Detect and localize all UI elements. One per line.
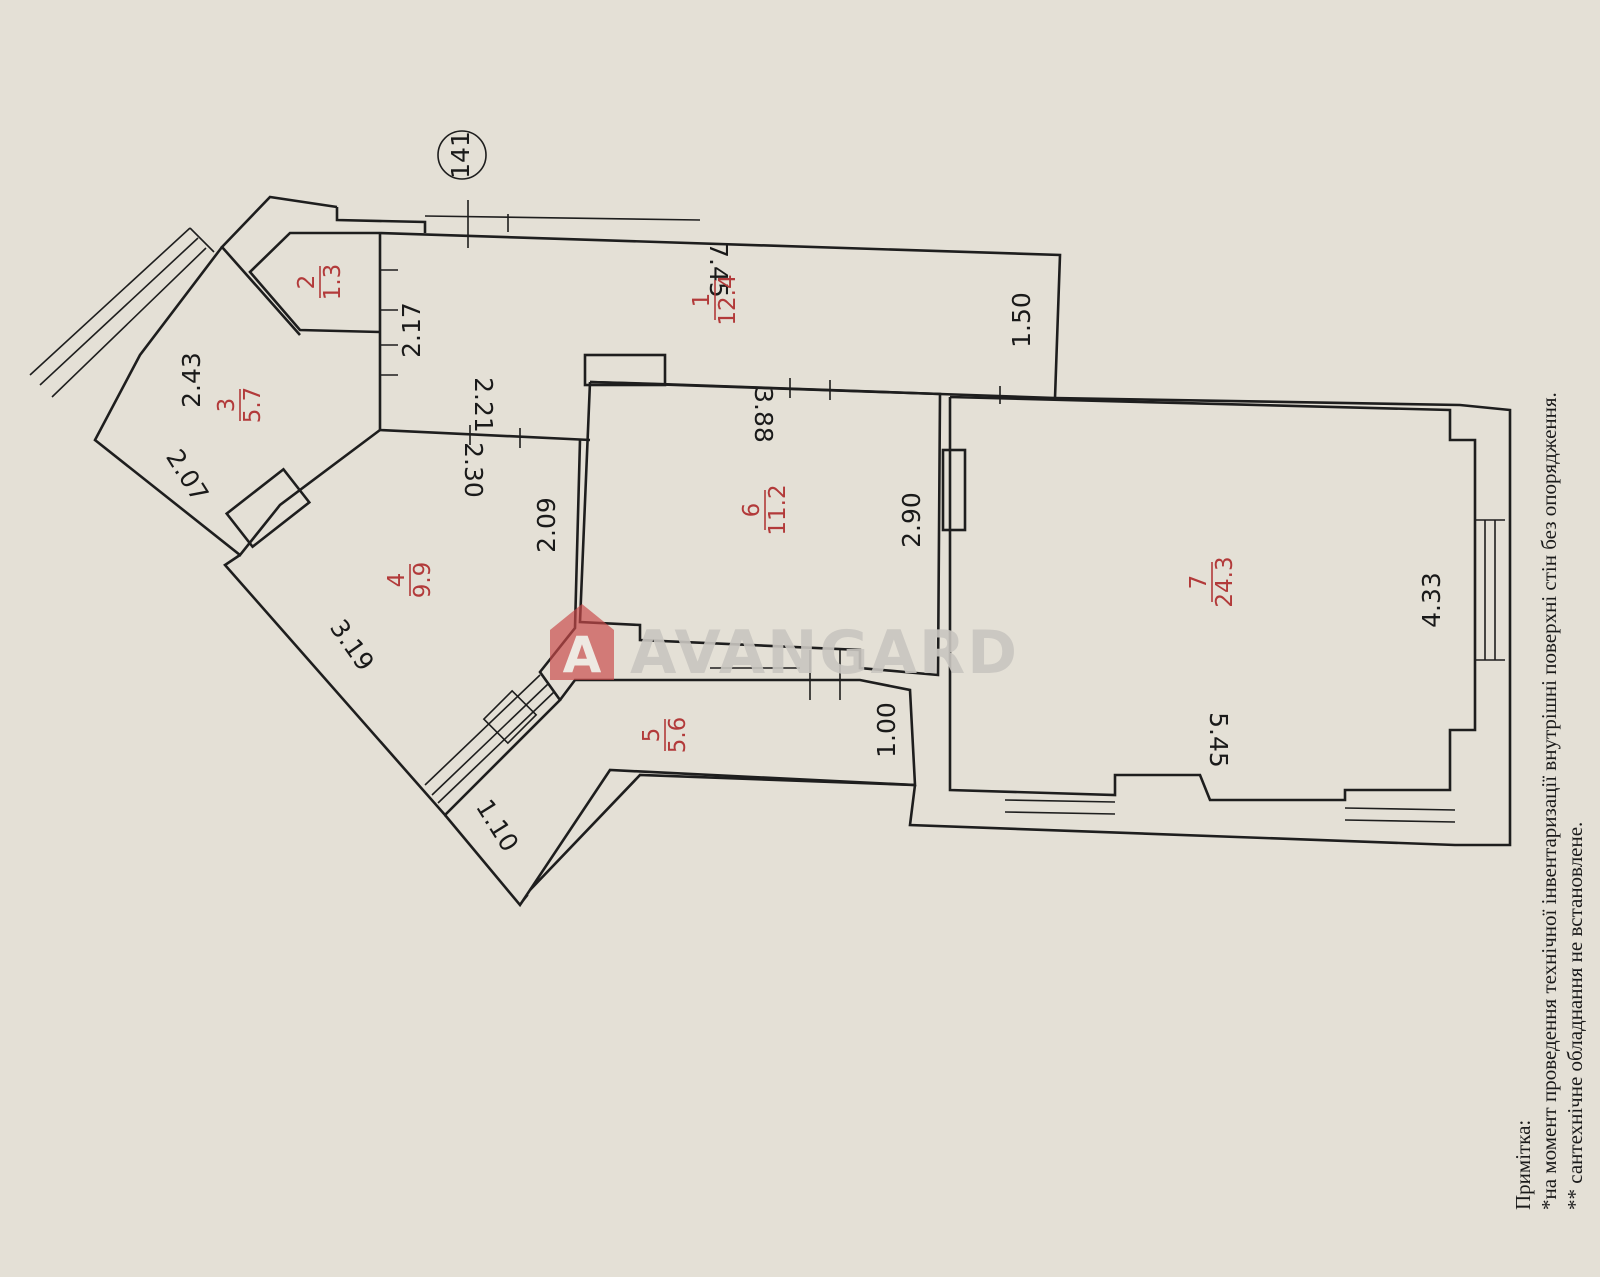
balcony-top-left	[29, 227, 215, 398]
watermark: A AVANGARD	[550, 604, 1019, 688]
room-6-number: 6	[739, 503, 765, 518]
room-4-number: 4	[384, 573, 410, 588]
watermark-text: AVANGARD	[630, 618, 1019, 688]
door-ticks	[380, 269, 1001, 700]
dim-4-33: 4.33	[1417, 572, 1446, 628]
room-labels: 1 12.4 2 1.3 3 5.7 4 9.9 5 5.6 6 11.2	[214, 264, 1238, 754]
walls	[29, 195, 1512, 908]
room-1-number: 1	[689, 293, 715, 308]
wall-room7	[948, 395, 1477, 802]
note-line-2: ** сантехнічне обладнання не встановлене…	[1563, 822, 1587, 1210]
dim-7-45: 7.45	[704, 242, 733, 298]
room-1-area: 12.4	[715, 274, 741, 325]
note-block: Примітка: *на момент проведення технічно…	[1511, 392, 1587, 1210]
room-2-area: 1.3	[320, 264, 346, 301]
room-4-label: 4 9.9	[384, 562, 436, 599]
wall-room6-niche	[941, 448, 967, 532]
room-3-label: 3 5.7	[214, 387, 266, 424]
room-7-number: 7	[1186, 575, 1212, 590]
note-title: Примітка:	[1511, 1120, 1535, 1210]
wall-room4	[223, 439, 582, 817]
room-4-area: 9.9	[410, 562, 436, 599]
note-line-1: *на момент проведення технічної інвентар…	[1537, 392, 1561, 1210]
room-7-label: 7 24.3	[1186, 556, 1238, 607]
room-6-label: 6 11.2	[739, 484, 791, 535]
wall-room5	[529, 678, 917, 891]
building-number-marker: 141	[437, 130, 487, 180]
room-6-area: 11.2	[765, 484, 791, 535]
building-number: 141	[446, 131, 475, 179]
dim-2-09: 2.09	[532, 497, 561, 553]
room-2-label: 2 1.3	[294, 264, 346, 301]
room-2-number: 2	[294, 275, 320, 290]
wall-room5-tick	[519, 894, 529, 906]
vestibule	[424, 674, 555, 804]
dim-2-30: 2.30	[459, 442, 488, 498]
room-1-label: 1 12.4	[689, 274, 741, 325]
wall-room7-outer	[908, 396, 1512, 847]
room-7-area: 24.3	[1212, 556, 1238, 607]
windows-room7	[1004, 519, 1505, 823]
dim-5-45: 5.45	[1204, 712, 1233, 768]
dim-3-19: 3.19	[324, 614, 380, 676]
room-3-area: 5.7	[240, 387, 266, 424]
dim-1-50: 1.50	[1007, 292, 1036, 348]
dimension-labels: 7.45 1.50 2.17 2.21 2.43 2.07 2.30 2.09 …	[160, 242, 1446, 857]
dim-1-00: 1.00	[872, 702, 901, 758]
room-5-label: 5 5.6	[639, 717, 691, 754]
wall-entry-line	[424, 215, 701, 221]
watermark-letter: A	[563, 626, 602, 684]
watermark-logo-icon: A	[550, 604, 614, 684]
wall-entry-stub	[335, 207, 427, 233]
dim-2-43: 2.43	[177, 352, 206, 408]
room-5-area: 5.6	[665, 717, 691, 754]
dim-2-17: 2.17	[397, 302, 426, 358]
wall-room3-niche	[224, 467, 312, 549]
dim-2-90: 2.90	[897, 492, 926, 548]
wall-room2	[248, 231, 381, 334]
dim-1-10: 1.10	[470, 794, 524, 857]
room-5-number: 5	[639, 728, 665, 743]
wall-room2-outer	[220, 195, 338, 336]
dim-3-88: 3.88	[749, 387, 778, 443]
wall-room3	[93, 246, 381, 557]
wall-room6-column	[583, 353, 667, 387]
dim-2-21: 2.21	[469, 377, 498, 433]
wall-room5-outer	[444, 768, 916, 908]
room-3-number: 3	[214, 398, 240, 413]
